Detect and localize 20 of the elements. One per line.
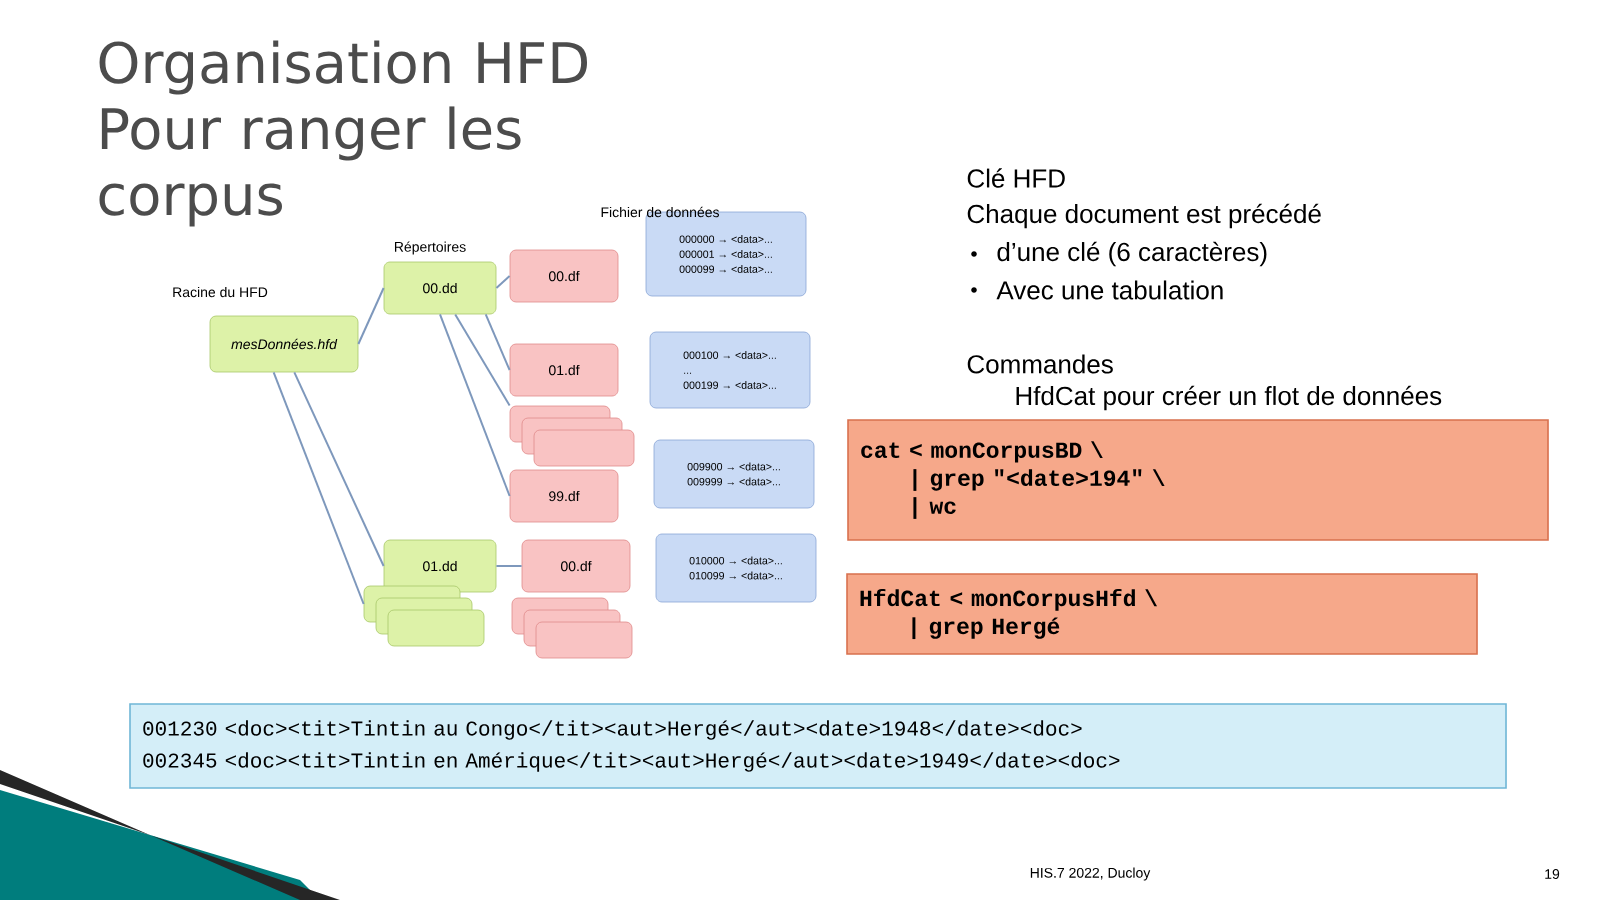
stacked-box [363,585,485,647]
code-box: HfdCat < monCorpusHfd \ | grep Hergé [846,573,1478,655]
connector-line [293,371,385,567]
connector-line [439,313,511,497]
body-text: Chaque document est précédé [967,203,1321,229]
connector-line [454,313,511,407]
connector-line [495,275,511,289]
heading-text: Commandes [967,354,1113,374]
bullet-text: d’une clé (6 caractères) [997,241,1267,267]
bullet-text: Avec une tabulation [996,280,1223,300]
connector-line [495,565,523,567]
connector-line [357,287,385,345]
heading-text: Clé HFD [967,168,1065,188]
stacked-box [509,405,635,467]
code-box: cat < monCorpusBD \ | grep "<date>194" \ | wc [847,419,1549,541]
code-box: 001230 <doc><tit>Tintin au Congo</tit><aut>Hergé</aut><date>1948</date><doc> 002345 <doc><tit>Tintin en Amérique</tit><aut>Hergé</aut><date>1949</date><doc> [129,703,1507,789]
slide-title: Organisation HFD Pour ranger les corpus [99,40,587,227]
connector-line [484,313,511,371]
connector-line [272,371,365,605]
stacked-box [511,597,633,659]
